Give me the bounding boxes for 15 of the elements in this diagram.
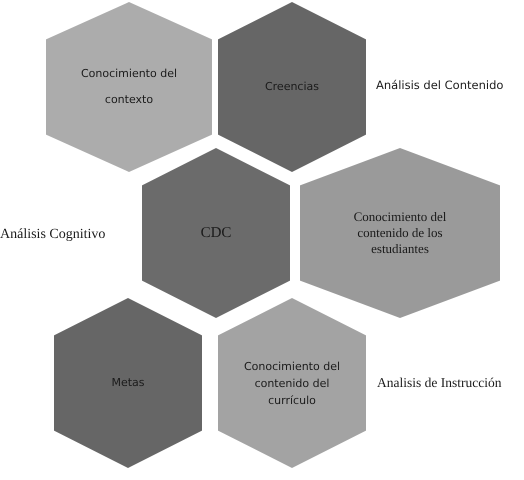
hexagon xyxy=(300,148,500,318)
side-label: Analisis de Instrucción xyxy=(377,374,502,392)
hexagon xyxy=(218,298,366,468)
hexagon xyxy=(46,2,212,172)
hexagon xyxy=(54,298,202,468)
hexagon-label: Creencias xyxy=(264,78,320,95)
side-label: Análisis Cognitivo xyxy=(0,226,106,244)
hexagon xyxy=(218,2,366,172)
hexagon-label: Conocimiento del contenido de los estudiantes xyxy=(352,209,448,257)
hexagon-label: Conocimiento del contenido del currículo xyxy=(242,358,342,408)
side-label: Análisis del Contenido xyxy=(376,77,504,94)
hexagon-label: CDC xyxy=(200,224,232,243)
hexagon-label: Conocimiento del contexto xyxy=(80,66,178,108)
hexagon xyxy=(142,148,290,318)
hexagon-label: Metas xyxy=(111,374,145,391)
